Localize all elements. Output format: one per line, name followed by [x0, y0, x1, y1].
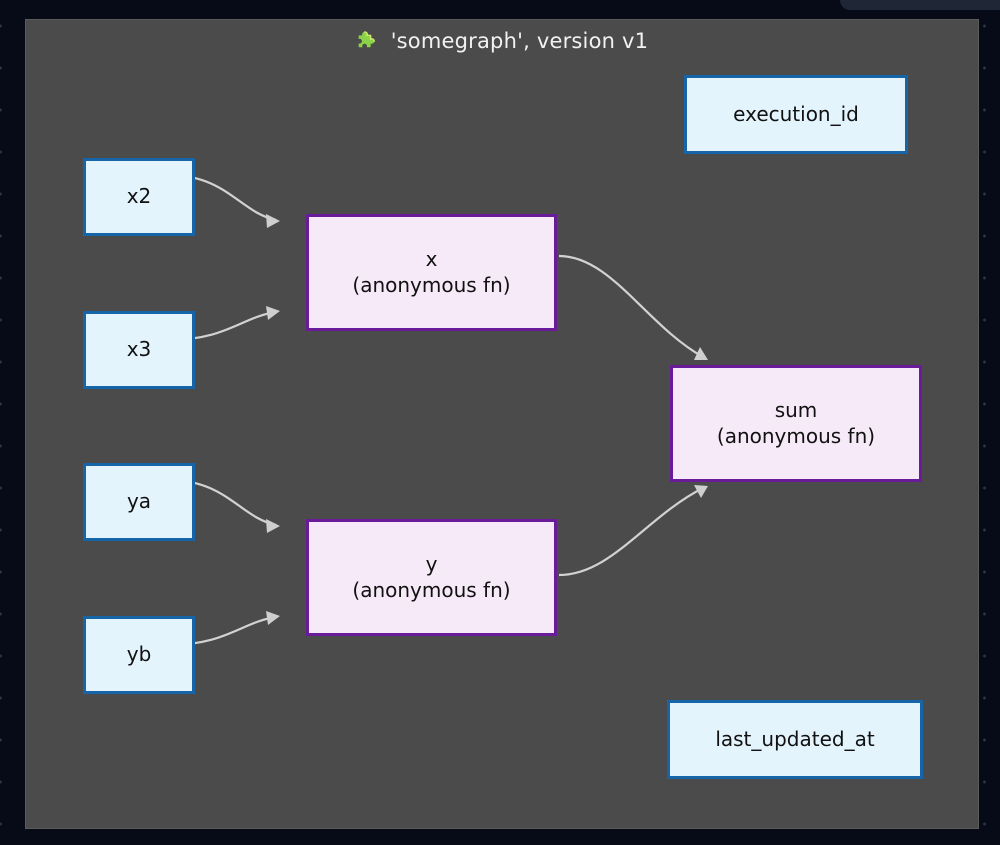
node-label: sum	[774, 397, 818, 422]
edge-y-to-sum	[558, 485, 708, 577]
node-label: x3	[126, 337, 152, 362]
graph-node-yb[interactable]: yb	[83, 616, 195, 694]
puzzle-piece-icon	[356, 30, 378, 57]
node-label: execution_id	[733, 101, 859, 126]
node-sublabel: (anonymous fn)	[716, 423, 876, 448]
graph-canvas[interactable]: 'somegraph', version v1	[26, 20, 978, 828]
edge-x-to-sum	[558, 254, 708, 360]
graph-node-ya[interactable]: ya	[83, 463, 195, 541]
graph-title: 'somegraph', version v1	[26, 28, 978, 55]
graph-node-x[interactable]: x (anonymous fn)	[306, 214, 557, 331]
node-label: x2	[126, 184, 152, 209]
graph-node-last-updated-at[interactable]: last_updated_at	[667, 700, 923, 779]
graph-title-text: 'somegraph', version v1	[390, 29, 649, 53]
node-label: y	[425, 551, 438, 576]
graph-node-y[interactable]: y (anonymous fn)	[306, 519, 557, 636]
node-label: last_updated_at	[715, 726, 875, 751]
graph-node-x3[interactable]: x3	[83, 311, 195, 389]
node-label: ya	[126, 489, 152, 514]
graph-node-execution-id[interactable]: execution_id	[684, 75, 908, 154]
node-label: x	[425, 246, 438, 271]
graph-node-x2[interactable]: x2	[83, 158, 195, 236]
graph-node-sum[interactable]: sum (anonymous fn)	[670, 365, 922, 482]
node-sublabel: (anonymous fn)	[352, 272, 511, 297]
top-right-panel	[840, 0, 1000, 10]
node-label: yb	[126, 642, 152, 667]
node-sublabel: (anonymous fn)	[352, 577, 511, 602]
